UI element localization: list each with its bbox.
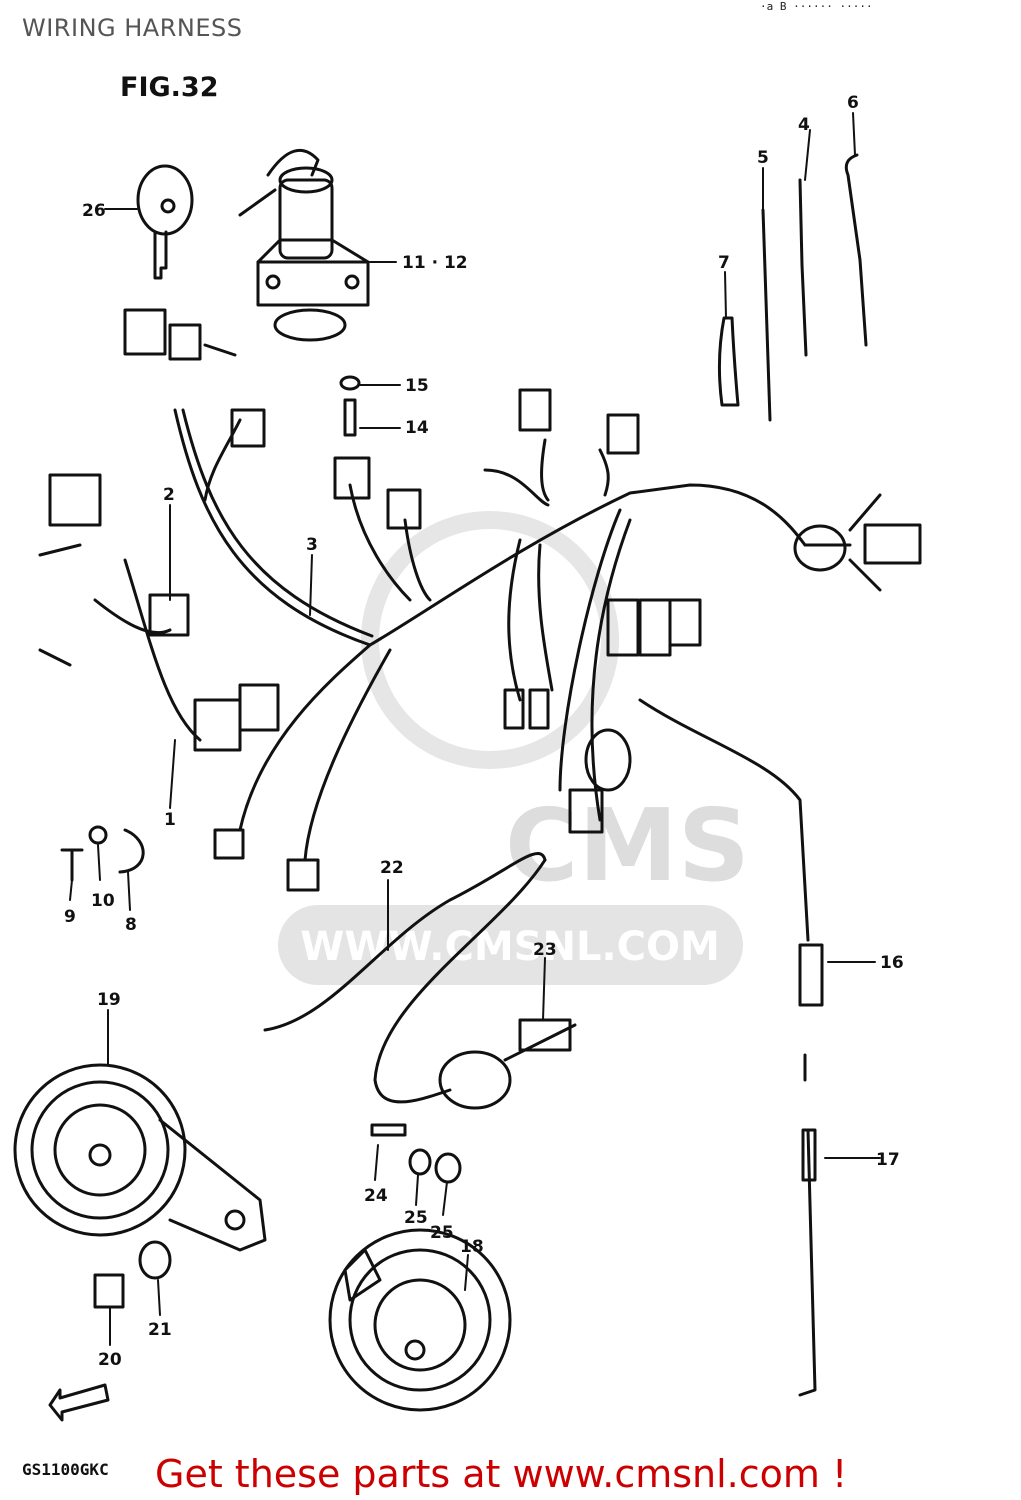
callout-18: 19 [97, 990, 121, 1010]
band-4 [798, 178, 808, 357]
callout-25: 25 [404, 1208, 428, 1228]
clamp-7 [717, 316, 740, 407]
callout-4: 4 [798, 115, 810, 135]
washer-20 [138, 1240, 172, 1280]
callout-26: 26 [82, 201, 106, 221]
screw-13 [343, 398, 357, 437]
callout-13: 14 [405, 418, 429, 438]
connectors [38, 308, 922, 1007]
watermark: CMS WWW.CMSNL.COM [278, 511, 750, 985]
callout-9: 9 [64, 907, 76, 927]
screw-9 [60, 848, 84, 882]
callout-5: 5 [757, 148, 769, 168]
front-arrow-icon [48, 1383, 110, 1422]
main-harness [93, 408, 852, 942]
horn-18 [13, 1063, 267, 1252]
band-5 [761, 208, 772, 422]
washer-14 [339, 375, 361, 391]
callout-2: 2 [163, 485, 175, 505]
callout-19: 20 [98, 1350, 122, 1370]
callout-14: 15 [405, 376, 429, 396]
watermark-brand: CMS [505, 787, 750, 904]
callout-11-12: 11 · 12 [402, 253, 468, 273]
ignition-key [136, 164, 194, 280]
ignition-switch [238, 149, 370, 342]
washer-24 [434, 1152, 462, 1184]
clamp-6 [844, 153, 868, 347]
callout-17: 18 [460, 1237, 484, 1257]
switch-22 [373, 858, 577, 1110]
model-code: GS1100GKC [22, 1460, 109, 1479]
bolt-23 [370, 1123, 407, 1137]
figure-label: FIG.32 [120, 72, 219, 103]
cable-16 [798, 1053, 817, 1397]
cable-sleeve-16 [801, 1128, 817, 1182]
callout-23: 24 [364, 1186, 388, 1206]
watermark-url: WWW.CMSNL.COM [300, 924, 720, 970]
callout-8: 8 [125, 915, 137, 935]
callouts: 26 11 · 12 15 14 4 5 6 7 2 3 1 9 10 8 22… [64, 93, 904, 1370]
parts-link[interactable]: Get these parts at www.cmsnl.com ! [155, 1452, 848, 1496]
leader-lines [69, 112, 881, 1346]
bolt-19 [93, 1273, 125, 1309]
callout-20: 21 [148, 1320, 172, 1340]
callout-1: 1 [164, 810, 176, 830]
washer-10 [88, 825, 108, 845]
callout-10: 10 [91, 891, 115, 911]
wire-21 [263, 852, 547, 1032]
horn-17 [328, 1228, 512, 1412]
callout-24: 25 [430, 1223, 454, 1243]
callout-15: 16 [880, 953, 904, 973]
callout-22: 23 [533, 940, 557, 960]
clip-8 [118, 828, 145, 874]
callout-21: 22 [380, 858, 404, 878]
page-title: WIRING HARNESS [22, 14, 243, 42]
washer-25 [408, 1148, 432, 1176]
callout-16: 17 [876, 1150, 900, 1170]
callout-3: 3 [306, 535, 318, 555]
callout-7: 7 [718, 253, 730, 273]
scan-marks: ·a B ······ ····· [760, 0, 873, 13]
callout-6: 6 [847, 93, 859, 113]
